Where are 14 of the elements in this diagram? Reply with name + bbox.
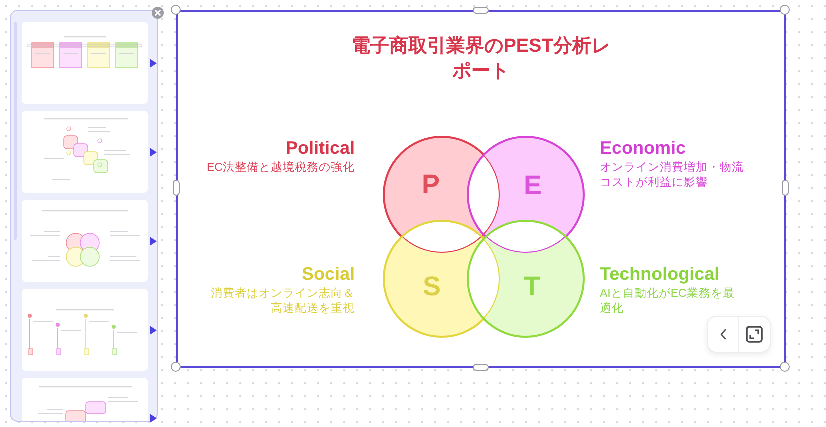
slide-title: 電子商取引業界のPEST分析レポート [350, 34, 612, 84]
factor-description: AIと自動化がEC業務を最適化 [600, 287, 736, 316]
factor-description: オンライン消費増加・物流コストが利益に影響 [600, 161, 744, 190]
circle-letter: E [524, 172, 542, 200]
factor-description: 消費者はオンライン志向＆高速配送を重視 [211, 287, 355, 316]
circle-letter: S [423, 274, 441, 300]
factor-heading: Economic [600, 137, 686, 159]
factor-description: EC法整備と越境税務の強化 [207, 161, 355, 176]
factor-heading: Social [302, 263, 355, 285]
factor-heading: Technological [600, 263, 720, 285]
circle-letter: P [422, 172, 440, 198]
circle-letter: T [524, 274, 540, 300]
factor-heading: Political [286, 137, 355, 159]
venn-circle [466, 219, 586, 339]
